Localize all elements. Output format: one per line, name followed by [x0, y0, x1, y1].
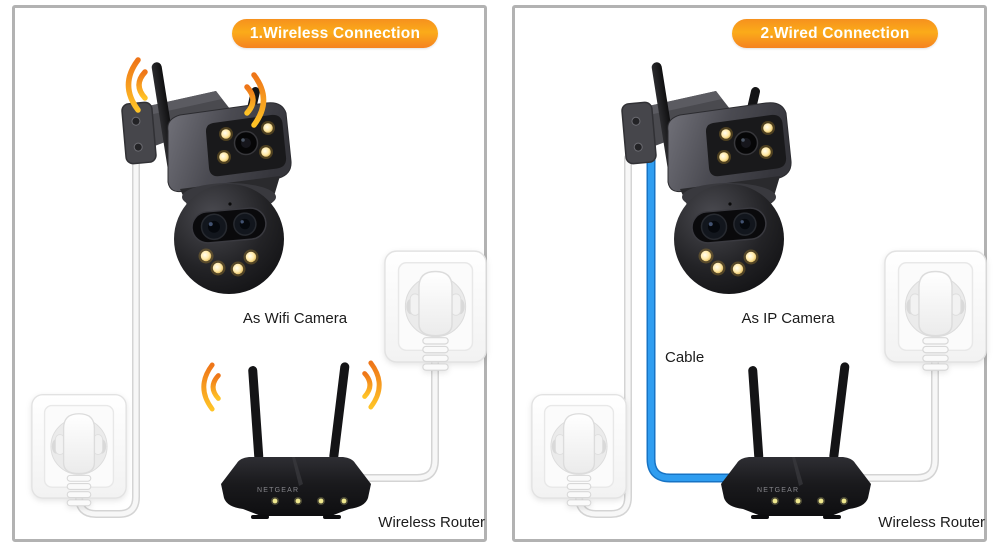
- plug-cable-ribs: [566, 474, 592, 507]
- camera-mic-dot: [228, 202, 232, 206]
- cable-label: Cable: [665, 349, 705, 366]
- power-plug: [554, 413, 604, 507]
- wifi-signal-icon: [125, 57, 148, 113]
- camera-mode-label: As Wifi Camera: [242, 310, 348, 327]
- router-antenna-left: [748, 366, 764, 461]
- router-foot: [251, 515, 269, 519]
- router-top-sheen: [792, 457, 803, 486]
- router-antenna-right: [329, 362, 350, 461]
- power-socket: [31, 394, 127, 507]
- plug-cable-ribs: [422, 337, 449, 371]
- router-brand-text: NETGEAR: [757, 487, 799, 494]
- security-camera: [121, 62, 292, 294]
- router-power-cable: [855, 359, 939, 482]
- plug-cable-ribs: [922, 337, 949, 371]
- camera-wall-plate: [621, 101, 657, 165]
- camera-upper-leds: [217, 121, 275, 164]
- router-antenna-left: [248, 366, 264, 461]
- router-antenna-right: [829, 362, 850, 461]
- camera-mic-dot: [728, 202, 732, 206]
- power-socket: [884, 250, 987, 371]
- router-foot: [823, 515, 841, 519]
- camera-dome-leds: [198, 248, 259, 277]
- power-plug: [909, 270, 962, 371]
- wireless-router: NETGEAR: [721, 362, 871, 519]
- router-power-cable: [355, 359, 439, 482]
- plug-cable-ribs: [66, 474, 92, 507]
- camera-dome-lens-module: [691, 207, 767, 244]
- ethernet-cable: [646, 131, 733, 483]
- wifi-signal-icon: [201, 362, 221, 412]
- router-body: [721, 457, 871, 516]
- router-status-leds: [771, 497, 848, 505]
- wireless-router: NETGEAR: [221, 362, 371, 519]
- camera-upper-lens: [733, 130, 759, 156]
- power-socket: [531, 394, 627, 507]
- wifi-signal-icon: [362, 360, 382, 410]
- router-body: [221, 457, 371, 516]
- router-top-sheen: [292, 457, 303, 486]
- camera-dome-leds: [698, 248, 759, 277]
- router-status-leds: [271, 497, 348, 505]
- camera-mode-label: As IP Camera: [741, 310, 835, 327]
- wireless-connection-panel: 1.Wireless Connection: [12, 5, 487, 542]
- router-brand-text: NETGEAR: [257, 487, 299, 494]
- wireless-connection-badge: 1.Wireless Connection: [232, 19, 438, 48]
- router-label: Wireless Router: [378, 514, 485, 531]
- wired-connection-panel: 2.Wired Connection: [512, 5, 987, 542]
- camera-upper-leds: [717, 121, 775, 164]
- router-foot: [751, 515, 769, 519]
- router-foot: [323, 515, 341, 519]
- power-plug: [409, 270, 462, 371]
- camera-dome-lens-module: [191, 207, 267, 244]
- wired-connection-badge: 2.Wired Connection: [732, 19, 938, 48]
- wifi-signal-icon: [244, 72, 267, 128]
- power-plug: [54, 413, 104, 507]
- security-camera: [621, 62, 792, 294]
- power-socket: [384, 250, 487, 371]
- camera-upper-lens: [233, 130, 259, 156]
- router-label: Wireless Router: [878, 514, 985, 531]
